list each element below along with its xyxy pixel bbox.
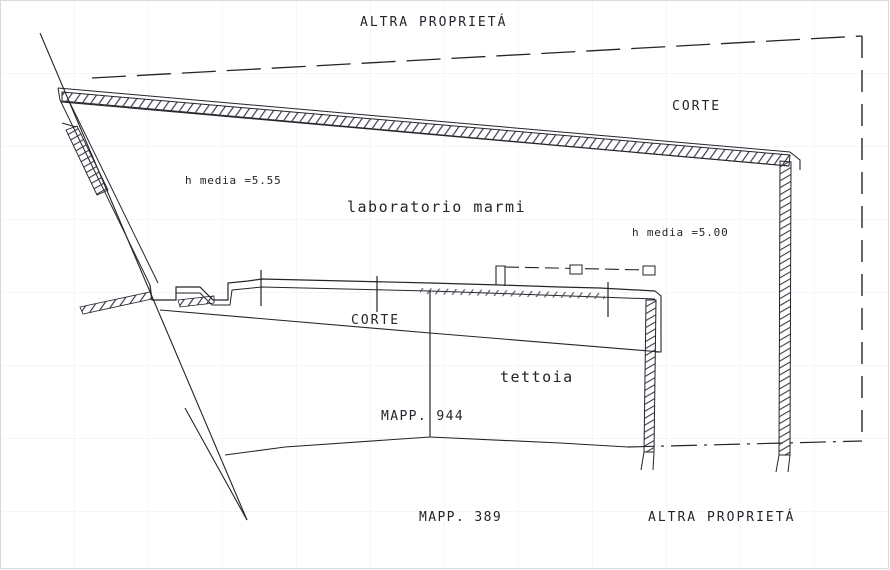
lot-line-south (429, 436, 629, 448)
label-h-media-right: h media =5.00 (632, 226, 729, 239)
label-altra-proprieta-bottom: ALTRA PROPRIETÁ (648, 510, 796, 525)
lot-line-diagonal (184, 407, 248, 521)
boundary-north-dashed (91, 35, 863, 79)
label-corte-top-right: CORTE (672, 99, 722, 114)
wall-west-hatched (65, 125, 109, 196)
label-altra-proprieta-top: ALTRA PROPRIETÁ (360, 15, 508, 30)
pillar-box-1 (569, 264, 583, 275)
wall-step-hatched-a (79, 291, 153, 315)
wall-lab-south-inner (176, 286, 656, 306)
pillar-stub-left (495, 265, 506, 286)
envelope-west-outer (57, 87, 151, 286)
wall-east-hatched (778, 160, 792, 456)
label-h-media-left: h media =5.55 (185, 174, 282, 187)
label-corte-middle: CORTE (351, 313, 401, 328)
wall-step-hatched-b (177, 295, 215, 308)
pillar-box-2 (642, 265, 656, 276)
label-tettoia: tettoia (500, 368, 574, 386)
envelope-north-outer (57, 87, 791, 153)
corte-boundary-line (159, 309, 662, 353)
wall-east-foot (775, 454, 791, 473)
label-mapp-389: MAPP. 389 (419, 510, 503, 525)
boundary-west-line (39, 32, 248, 521)
wall-tettoia-east-foot (640, 451, 655, 471)
boundary-south-dashdot (627, 440, 863, 448)
label-laboratorio-marmi: laboratorio marmi (347, 198, 527, 216)
wall-tettoia-east-hatched (643, 299, 657, 453)
envelope-corner-ne (789, 151, 801, 170)
wall-west-tick (61, 122, 77, 128)
label-mapp-944: MAPP. 944 (381, 409, 465, 424)
envelope-west-inner (69, 102, 159, 284)
wall-lab-south-outer (149, 278, 656, 301)
corte-lower-line (224, 436, 431, 456)
wall-lab-south-hatched (420, 288, 605, 299)
